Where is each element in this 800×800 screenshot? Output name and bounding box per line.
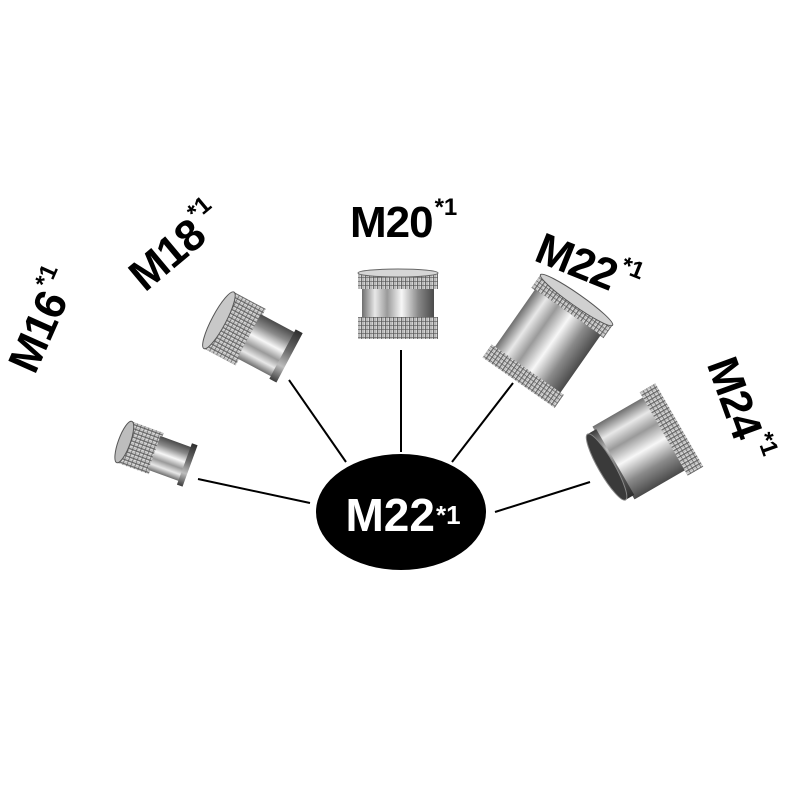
- center-hub-label: M22*1: [318, 465, 488, 565]
- adapter-m18-image: [202, 291, 303, 383]
- adapter-m22-image: [482, 273, 614, 408]
- connector-line-m22: [451, 382, 514, 463]
- connector-line-m16: [197, 478, 311, 504]
- connector-line-m18: [288, 379, 347, 463]
- center-hub-size: M22: [345, 489, 435, 541]
- label-m20-qty: *1: [434, 194, 458, 221]
- label-m20: M20*1: [350, 196, 457, 245]
- adapter-m20-image: [357, 268, 439, 339]
- center-hub: [316, 454, 486, 570]
- center-hub-qty: *1: [435, 499, 461, 530]
- adapter-m24-image: [585, 383, 704, 501]
- adapter-m16-image: [114, 420, 198, 487]
- connector-line-m24: [494, 481, 591, 513]
- label-m20-size: M20: [350, 198, 434, 247]
